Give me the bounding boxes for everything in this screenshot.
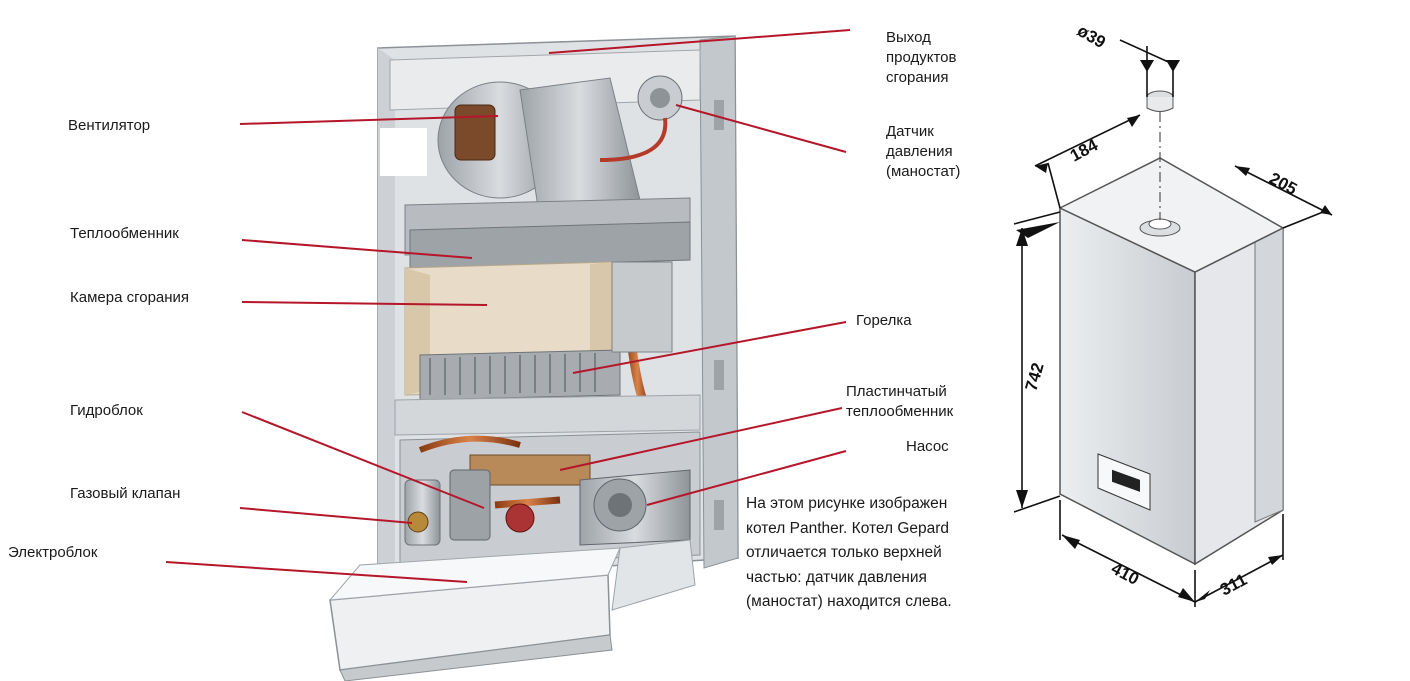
leader-flue-outlet	[548, 29, 851, 54]
label-heat-exchanger: Теплообменник	[70, 225, 179, 242]
leader-electroblock	[165, 561, 468, 583]
dim-width: 410	[1108, 559, 1142, 589]
label-plate-heat-exchanger: Пластинчатый теплообменник	[846, 383, 954, 420]
boiler-cutaway	[328, 35, 739, 681]
label-gas-valve: Газовый клапан	[70, 485, 181, 502]
leader-burner	[572, 321, 847, 374]
label-combustion-chamber: Камера сгорания	[70, 289, 190, 306]
dimension-drawing: ø39 184 205 742 410 311	[1013, 21, 1333, 607]
label-fan: Вентилятор	[68, 117, 151, 134]
leader-combustion-chamber	[241, 301, 488, 306]
leader-lines	[165, 29, 851, 583]
dim-height: 742	[1022, 361, 1048, 394]
label-pressure-sensor: Датчик давления (маностат)	[886, 123, 961, 180]
label-electroblock: Электроблок	[8, 544, 98, 561]
label-burner: Горелка	[856, 312, 912, 329]
dim-top-depth: 205	[1266, 169, 1300, 199]
leader-pump	[646, 450, 847, 506]
model-note: На этом рисунке изображен котел Panther.…	[746, 495, 952, 610]
dim-top-offset: 184	[1067, 135, 1101, 165]
dim-flue-diameter: ø39	[1074, 21, 1109, 52]
leader-pressure-sensor	[675, 104, 847, 153]
label-hydroblock: Гидроблок	[70, 402, 143, 419]
leader-hydroblock	[241, 411, 485, 509]
label-flue-outlet: Выход продуктов сгорания	[886, 29, 957, 86]
label-pump: Насос	[906, 438, 949, 455]
leader-heat-exchanger	[241, 239, 473, 259]
leader-gas-valve	[239, 507, 413, 524]
white-patch	[380, 128, 427, 176]
leader-fan	[239, 115, 499, 125]
leader-plate-heat-exchanger	[559, 407, 843, 471]
